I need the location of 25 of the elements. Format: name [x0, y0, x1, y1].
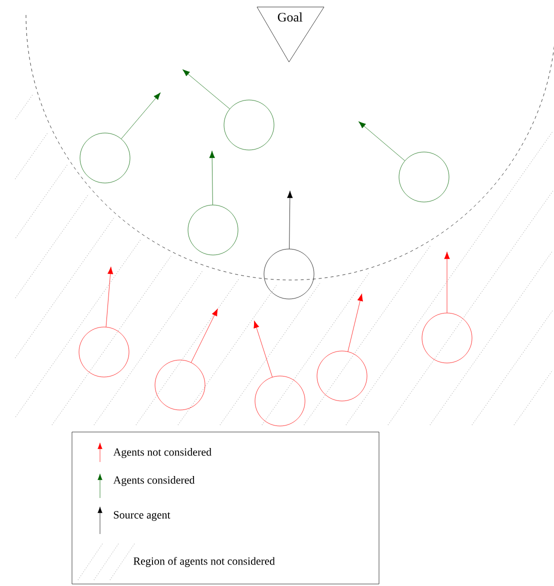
legend-label: Agents considered	[113, 476, 195, 486]
arrow	[190, 308, 218, 363]
agent-circle	[264, 248, 314, 300]
goal-triangle: Goal	[256, 6, 324, 62]
agent-circle	[80, 132, 130, 184]
agent-circle	[78, 326, 130, 378]
legend-label: Agents not considered	[113, 448, 212, 458]
agent-circle	[188, 204, 238, 256]
arrow	[444, 252, 450, 313]
arrow	[182, 69, 230, 110]
agent-circle	[398, 152, 450, 202]
agent-circle	[316, 350, 368, 402]
arrow	[121, 92, 161, 139]
agent-circle	[254, 376, 306, 426]
arrow	[254, 320, 272, 378]
arrow	[209, 150, 215, 205]
legend-label: Source agent	[114, 511, 170, 521]
agent-circle	[154, 360, 206, 410]
arrow	[358, 121, 405, 161]
arrow	[287, 190, 293, 249]
legend-label: Region of agents not considered	[134, 556, 275, 568]
arrow	[106, 266, 114, 328]
agent-circle	[224, 100, 274, 150]
agent-circle	[422, 312, 472, 364]
arrow	[348, 294, 363, 352]
